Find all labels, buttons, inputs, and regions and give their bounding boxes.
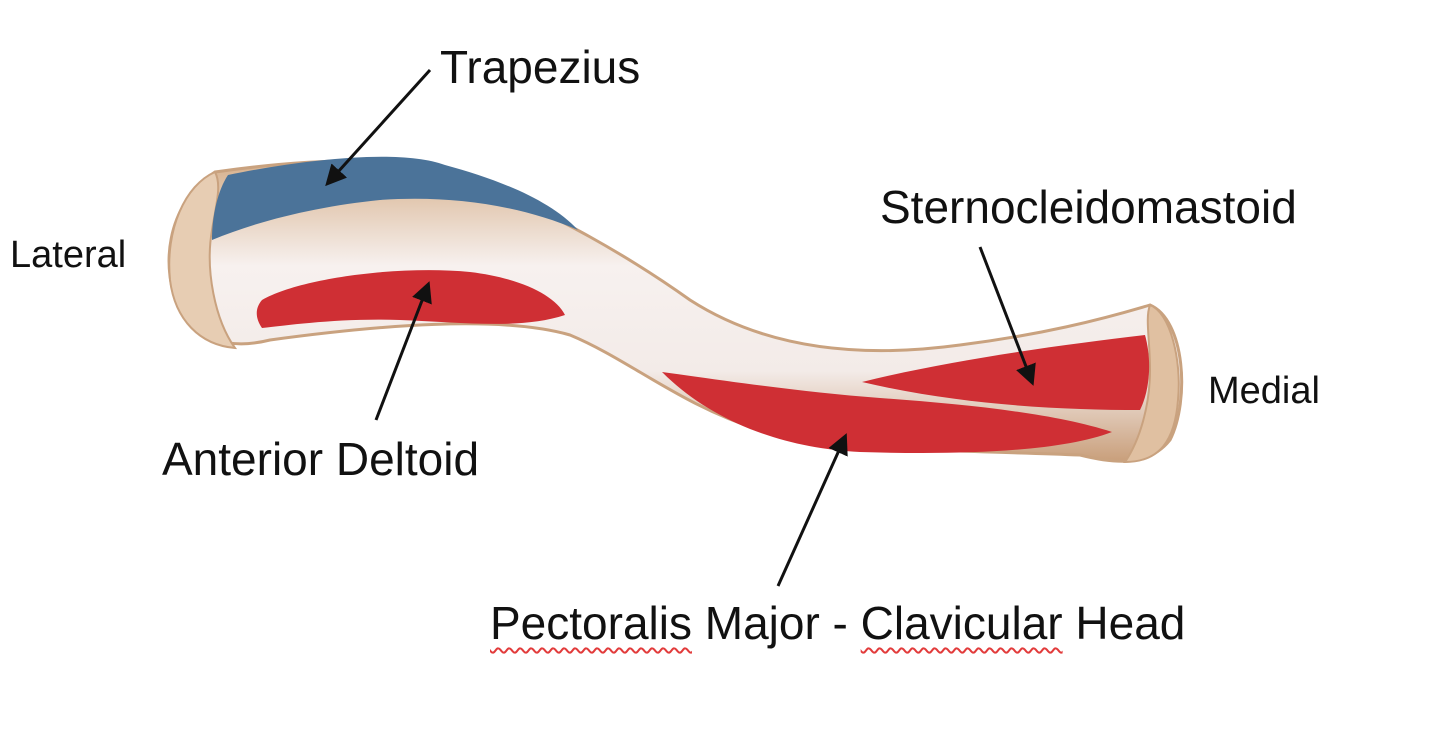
- major-text: Major -: [691, 597, 861, 649]
- pectoralis-leader-line: [776, 433, 848, 587]
- lateral-label: Lateral: [10, 234, 127, 276]
- clavicular-word: Clavicular: [860, 597, 1063, 649]
- sternocleidomastoid-attachment: [862, 335, 1150, 410]
- trapezius-attachment: [212, 156, 578, 240]
- sternocleidomastoid-label: Sternocleidomastoid: [880, 181, 1297, 233]
- pectoralis-word: Pectoralis: [490, 597, 692, 649]
- pectoralis-major-attachment: [662, 372, 1112, 453]
- pectoralis-major-label: Pectoralis Major - Clavicular Head: [490, 600, 1185, 646]
- head-text: Head: [1062, 597, 1186, 649]
- anterior-deltoid-leader-line: [374, 281, 432, 421]
- trapezius-leader-line: [325, 68, 432, 187]
- medial-label: Medial: [1208, 370, 1320, 412]
- anterior-deltoid-label: Anterior Deltoid: [162, 433, 480, 485]
- trapezius-label: Trapezius: [440, 41, 641, 93]
- medial-end-cap: [1123, 303, 1180, 464]
- anterior-deltoid-attachment: [256, 270, 565, 328]
- sternocleidomastoid-leader-line: [978, 246, 1036, 386]
